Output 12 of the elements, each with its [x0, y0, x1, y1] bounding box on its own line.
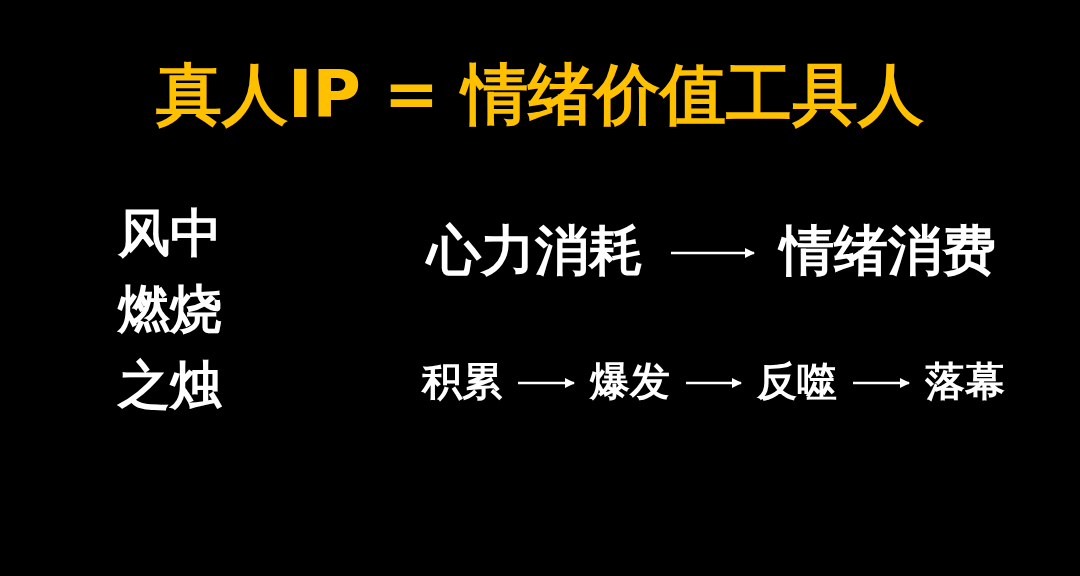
- arrow: [518, 378, 575, 388]
- arrow: [686, 378, 742, 388]
- arrow: [853, 378, 910, 388]
- flow-step: 反噬: [747, 356, 847, 406]
- flow-step: 积累: [412, 356, 512, 406]
- flow-step: 情绪消费: [760, 218, 1016, 284]
- flow-step: 心力消耗: [405, 218, 665, 284]
- side-text: 风中燃烧之烛: [116, 202, 223, 417]
- arrow: [671, 248, 755, 258]
- flow-step: 落幕: [915, 356, 1015, 406]
- title: 真人IP = 情绪价值工具人: [154, 55, 926, 135]
- flow-step: 爆发: [580, 356, 680, 406]
